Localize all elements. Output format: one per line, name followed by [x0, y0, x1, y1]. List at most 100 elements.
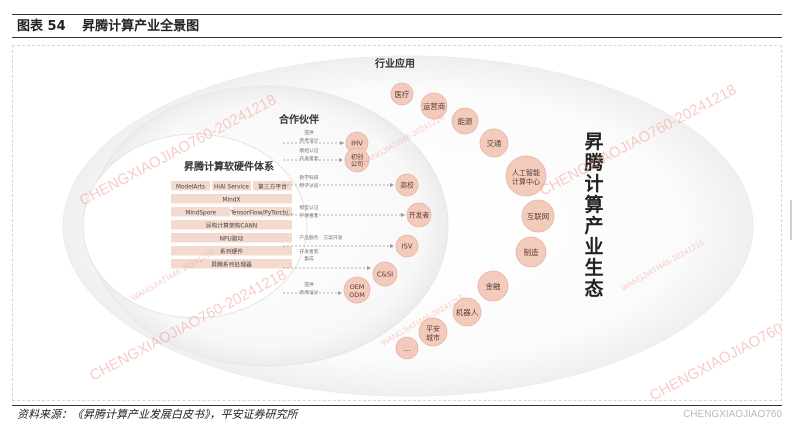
partner-bubble — [406, 202, 432, 228]
stack-cell-label: 昇腾系列处理器 — [211, 260, 252, 268]
connector-label: 集成 — [304, 255, 314, 262]
ecosystem-title-char: 计 — [584, 173, 603, 195]
connector-arrow — [401, 213, 405, 217]
industry-bubble — [395, 336, 419, 360]
industry-bubble — [420, 92, 448, 120]
industry-label: 交通 — [487, 139, 502, 148]
corner-watermark: CHENGXIAOJIAO760 — [683, 409, 782, 420]
industry-bubble — [418, 317, 448, 347]
connector-label: 提供 — [304, 281, 314, 288]
partner-bubble — [344, 147, 370, 173]
industry-label: 能源 — [458, 117, 473, 126]
industry-label: 互联网 — [527, 212, 549, 221]
partner-label: C&SI — [377, 270, 393, 278]
industry-bubble — [505, 155, 547, 197]
connector-label: 开发者套 — [299, 248, 318, 255]
stack-cell — [171, 233, 292, 243]
stack-cell-label: TensorFlow/PyTorch/… — [229, 210, 294, 216]
ecosystem-title-char: 昇 — [584, 131, 603, 153]
industry-label: 人工智能 — [512, 168, 540, 177]
stack-cell — [171, 246, 292, 256]
industry-bubble — [515, 236, 547, 268]
partner-label: 开发者 — [409, 210, 430, 219]
diagram-canvas: 行业应用 合作伙伴 昇腾计算软硬件体系 ModelArts HiAI Servic… — [62, 55, 781, 400]
industry-label: 机器人 — [456, 308, 479, 317]
industry-label: 制造 — [524, 248, 539, 257]
partner-label: ISV — [402, 242, 413, 250]
connector-label: 模组认证 — [299, 147, 318, 154]
partner-bubble — [372, 261, 398, 287]
stack-cell-label: ModelArts — [176, 184, 205, 190]
stack-title: 昇腾计算软硬件体系 — [184, 160, 274, 173]
ecosystem-title-char: 业 — [584, 236, 603, 258]
industry-label: 行业应用 — [374, 57, 415, 70]
ecosystem-diagram: 行业应用 合作伙伴 昇腾计算软硬件体系 ModelArts HiAI Servic… — [12, 45, 782, 401]
connector-arrow — [340, 141, 344, 145]
partner-label: IHV — [351, 139, 363, 147]
source-text: 资料来源：《昇腾计算产业发展白皮书》，平安证券研究所 — [17, 408, 298, 421]
connector-label: 产品服务 — [299, 234, 318, 241]
ecosystem-title-char: 生 — [584, 256, 603, 279]
connector-label: 提供 — [304, 129, 314, 136]
stack-cell-label: 系列硬件 — [220, 247, 243, 255]
connector-label: 开发者套 — [299, 212, 318, 219]
partner-label: ODM — [349, 291, 364, 299]
ecosystem-title-char: 算 — [584, 193, 603, 216]
connector-arrow — [367, 266, 371, 270]
partners-label: 合作伙伴 — [278, 113, 319, 126]
figure-source: 资料来源：《昇腾计算产业发展白皮书》，平安证券研究所 — [12, 405, 782, 423]
industry-bubble — [451, 107, 479, 135]
stack-cell — [171, 181, 210, 191]
stack-cell-label: HiAI Service — [214, 184, 249, 190]
connector-label: 参考设计 — [299, 137, 318, 144]
stack-cell-label: MindSpore — [185, 210, 216, 216]
connector-label: 模型认证 — [299, 204, 318, 211]
stack-cell — [171, 259, 292, 269]
industry-label: 平安 — [426, 324, 440, 333]
partner-bubble — [343, 276, 371, 304]
stack-cell — [171, 194, 292, 204]
connector-label: 开发者套 — [299, 155, 318, 162]
stack-cell — [253, 181, 292, 191]
industry-label: 医疗 — [395, 90, 410, 99]
partner-label: 初创 — [351, 153, 363, 161]
stack-cell-label: 第三方平台 — [258, 182, 287, 190]
stack-cell — [232, 207, 292, 217]
partner-label: 公司 — [351, 161, 363, 168]
partner-label: OEM — [350, 283, 365, 291]
stack-cell — [171, 220, 292, 230]
stack-cell-label: NPU驱动 — [220, 235, 244, 242]
industry-label: … — [403, 344, 410, 353]
ecosystem-title-char: 腾 — [583, 151, 604, 174]
connector-label: 参考设计 — [299, 289, 318, 296]
industry-bubble — [479, 128, 509, 158]
connector-label: 方案开发 — [323, 234, 342, 241]
connector-arrow — [339, 158, 343, 162]
figure-header: 图表 54 昇腾计算产业全景图 — [12, 14, 782, 38]
partner-label: 高校 — [400, 180, 414, 189]
connector-arrow — [390, 244, 394, 248]
industry-bubble — [452, 297, 482, 327]
stack-cell — [212, 181, 251, 191]
industry-bubble — [477, 270, 509, 302]
industry-bubbles: 医疗运营商能源交通人工智能计算中心互联网制造金融机器人平安城市 … — [390, 82, 555, 360]
industry-bubble — [521, 199, 555, 233]
figure-number: 图表 54 — [17, 19, 66, 34]
connector-arrow — [338, 291, 342, 295]
partner-connectors: 提供参考设计模组认证开发者套教学科研原子认证模型认证开发者套产品服务方案开发开发… — [283, 129, 405, 296]
industry-label: 运营商 — [423, 102, 445, 111]
industry-bubble — [390, 82, 414, 106]
industry-label: 城市 — [426, 333, 440, 342]
stack-cell — [171, 207, 231, 217]
connector-arrow — [390, 183, 394, 187]
stack-cell-label: 异构计算架构CANN — [206, 221, 257, 229]
industry-label: 金融 — [486, 282, 501, 291]
ecosystem-title-char: 产 — [584, 214, 603, 237]
page-edge-mark — [790, 200, 792, 240]
connector-label: 教学科研 — [299, 174, 318, 181]
industry-label: 计算中心 — [512, 177, 540, 186]
partner-bubble — [395, 234, 419, 258]
